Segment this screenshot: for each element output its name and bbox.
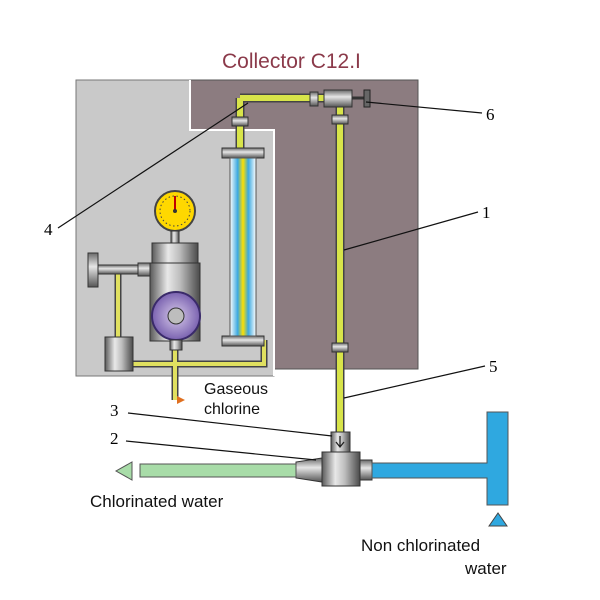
diagram-title: Collector C12.I bbox=[222, 50, 361, 73]
gas-inlet-arrow bbox=[177, 396, 185, 404]
water-inlet-pipe bbox=[371, 411, 509, 506]
gaseous-chlorine-label-line1: Gaseous bbox=[204, 381, 268, 398]
chlorine-cylinder bbox=[104, 336, 134, 372]
chlorinated-water-label: Chlorinated water bbox=[90, 492, 224, 511]
callout-5: 5 bbox=[489, 357, 498, 376]
non-chlorinated-label-line2: water bbox=[464, 559, 507, 578]
panel-divider bbox=[189, 80, 275, 376]
pressure-gauge bbox=[154, 190, 196, 244]
chlorinated-water-arrow bbox=[114, 461, 133, 481]
pipe-couplings bbox=[231, 91, 349, 353]
ejector bbox=[295, 431, 373, 487]
callout-lines bbox=[57, 101, 486, 461]
callout-4: 4 bbox=[44, 220, 53, 239]
regulator bbox=[149, 242, 201, 351]
callout-3: 3 bbox=[110, 401, 119, 420]
water-inlet-arrow bbox=[488, 512, 508, 527]
callout-6: 6 bbox=[486, 105, 495, 124]
side-valve bbox=[87, 252, 151, 288]
callout-1: 1 bbox=[482, 203, 491, 222]
non-chlorinated-label-line1: Non chlorinated bbox=[361, 536, 480, 555]
gaseous-chlorine-label-line2: chlorine bbox=[204, 401, 260, 418]
chlorinated-water-pipe bbox=[139, 463, 297, 478]
top-valve bbox=[323, 89, 371, 108]
rotameter bbox=[221, 147, 265, 347]
callout-2: 2 bbox=[110, 429, 119, 448]
